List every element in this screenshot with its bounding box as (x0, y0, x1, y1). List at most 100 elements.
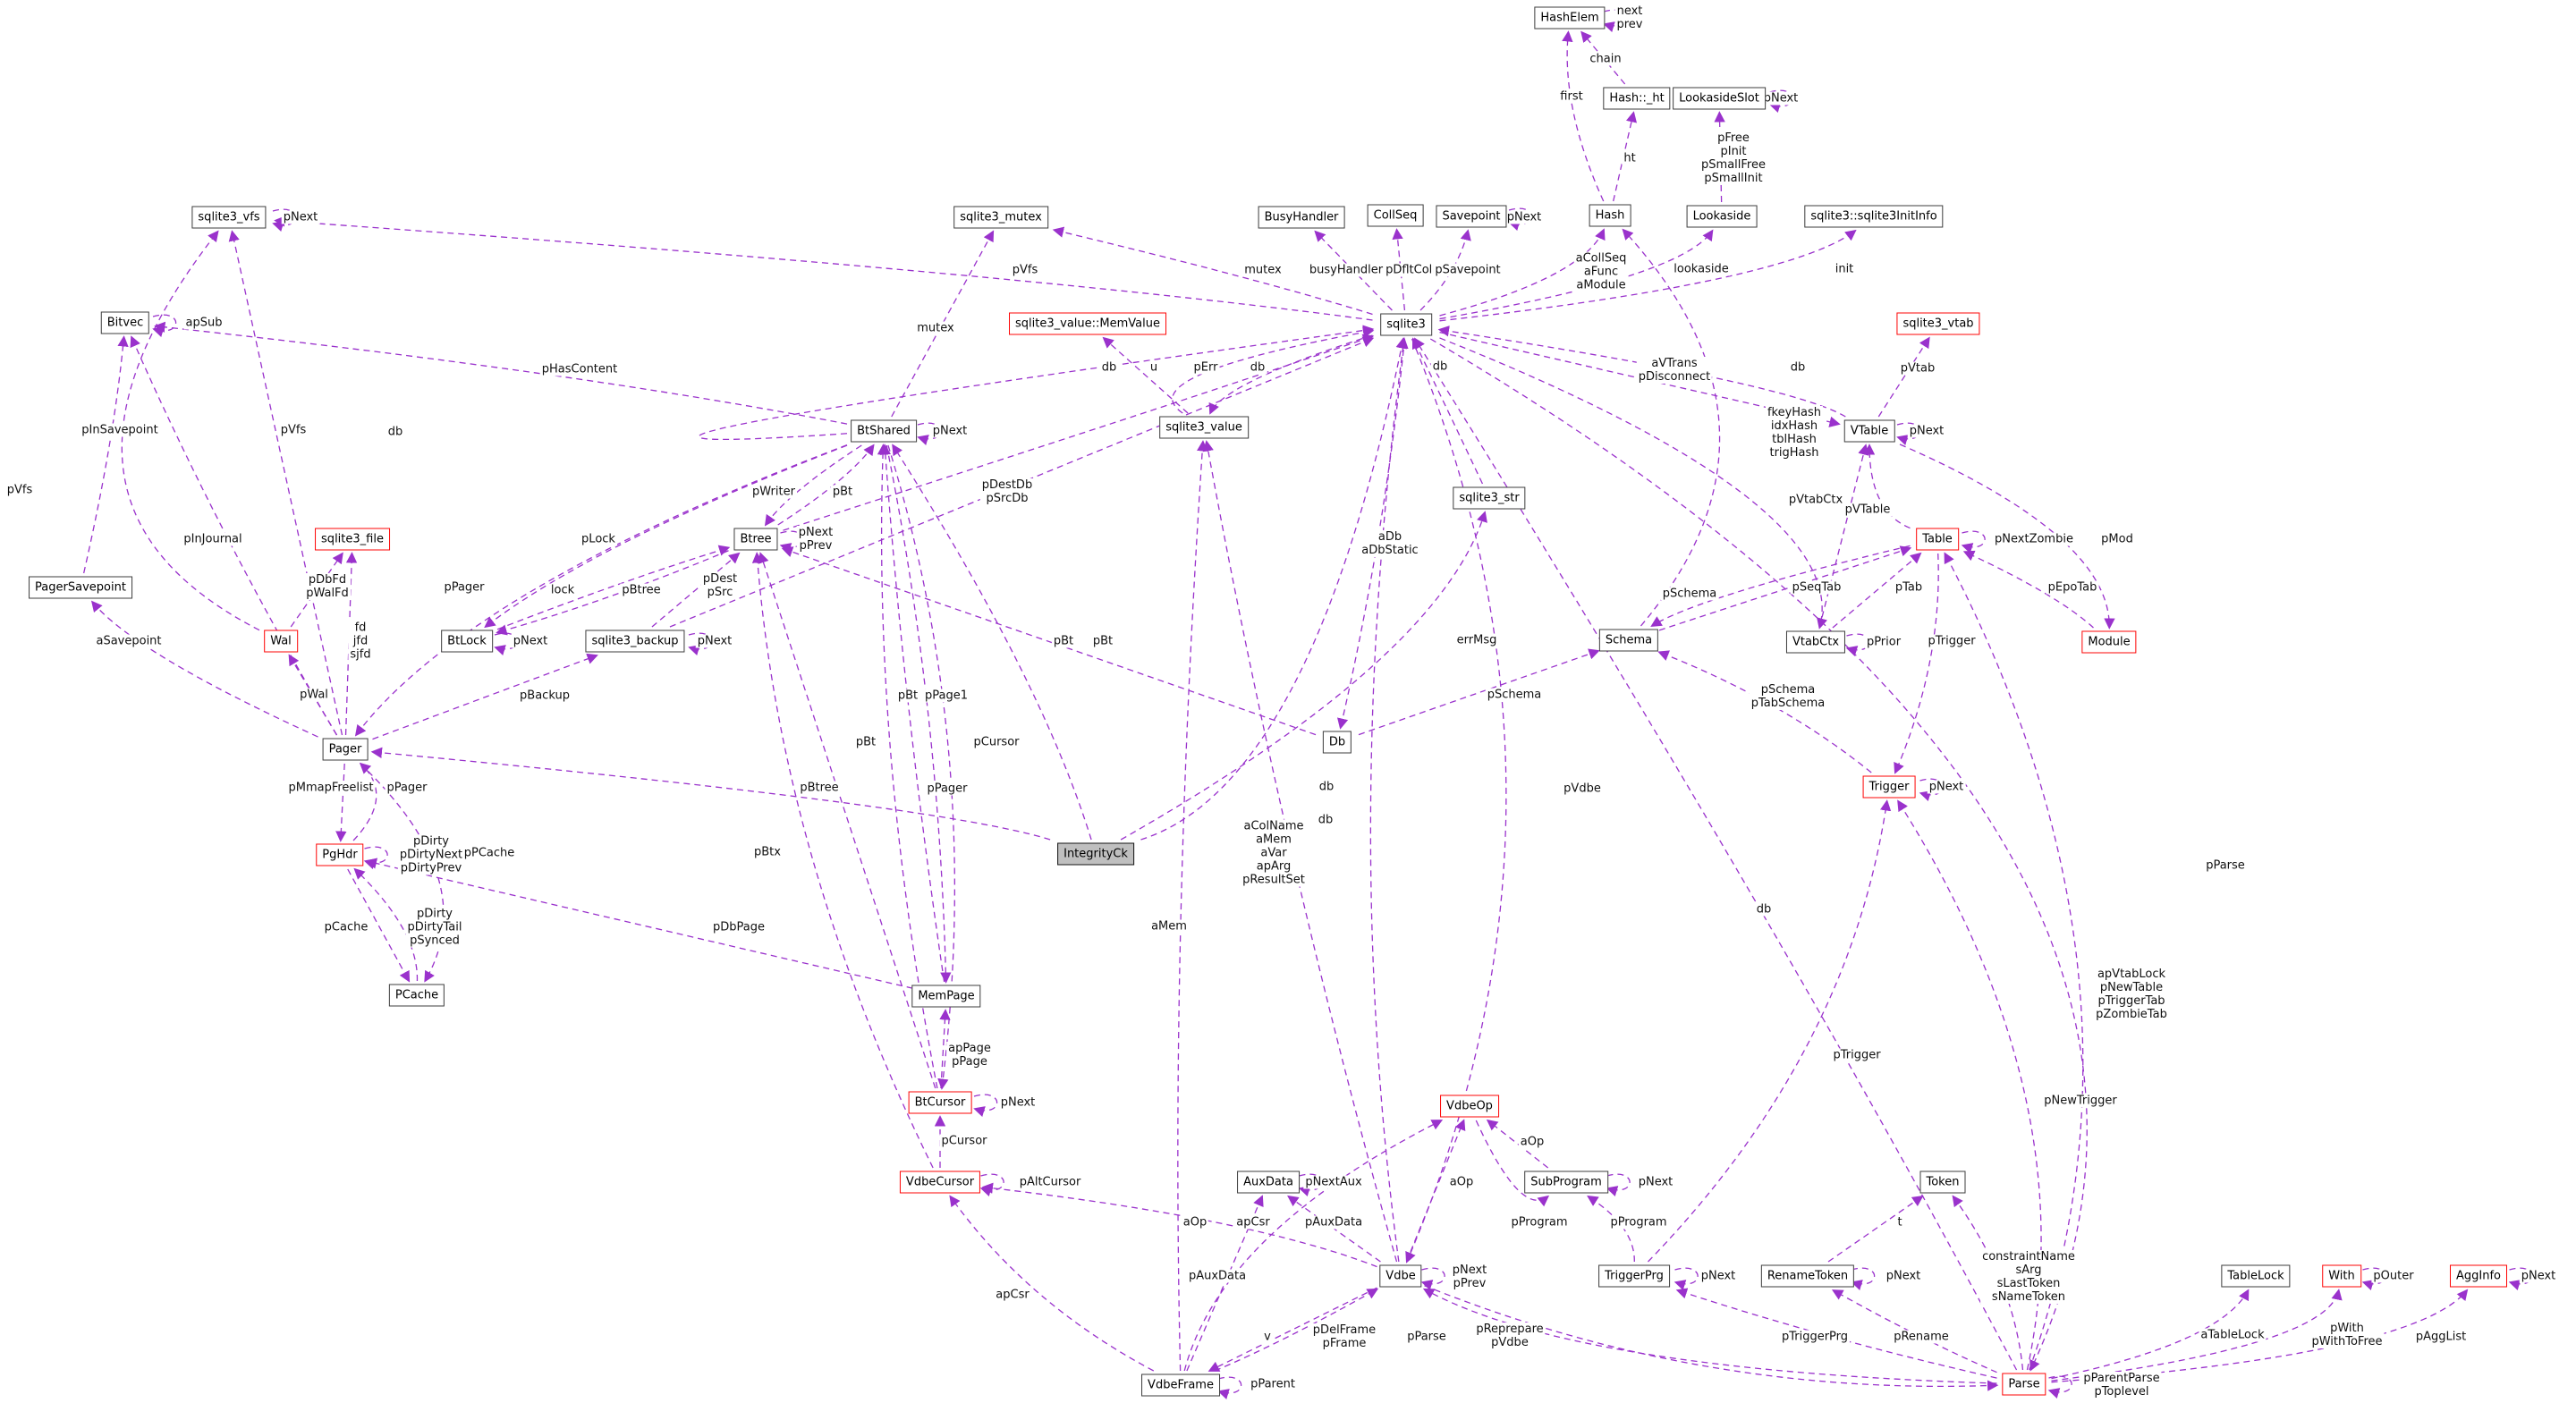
node-AuxData[interactable]: AuxData (1237, 1171, 1300, 1194)
edge-IntegrityCk-sqlite3_str (1120, 511, 1487, 841)
node-sqlite3_str[interactable]: sqlite3_str (1453, 486, 1526, 510)
node-HashElem[interactable]: HashElem (1534, 6, 1606, 30)
edge-Parse-RenameToken (1831, 1289, 1997, 1373)
node-VdbeOp[interactable]: VdbeOp (1440, 1095, 1499, 1118)
node-CollSeq[interactable]: CollSeq (1367, 204, 1424, 227)
edge-LookasideSlot-self (1768, 89, 1793, 113)
node-AggInfo[interactable]: AggInfo (2449, 1264, 2508, 1288)
edge-PCache-PgHdr (353, 867, 419, 982)
edge-sqlite3-Savepoint (1419, 229, 1471, 311)
edge-HashElem-self (1603, 9, 1628, 32)
node-VtabCtx[interactable]: VtabCtx (1785, 630, 1846, 654)
node-sqlite3[interactable]: sqlite3 (1380, 313, 1432, 336)
node-BtShared[interactable]: BtShared (851, 419, 917, 443)
node-VdbeFrame[interactable]: VdbeFrame (1141, 1373, 1220, 1397)
edge-sqlite3_backup-Btree (651, 552, 741, 628)
node-sqlite3_vfs[interactable]: sqlite3_vfs (191, 206, 267, 229)
edge-Parse-TableLock (2051, 1289, 2250, 1380)
node-sqlite3_value[interactable]: sqlite3_value (1159, 416, 1249, 439)
node-BtLock[interactable]: BtLock (441, 630, 493, 653)
edge-Schema-Table (1658, 545, 1912, 631)
node-Trigger[interactable]: Trigger (1862, 775, 1916, 799)
node-Wal[interactable]: Wal (264, 630, 298, 653)
node-PCache[interactable]: PCache (388, 984, 445, 1007)
node-Hash[interactable]: Hash (1589, 204, 1631, 227)
edge-sqlite3-sqlite3_mutex (1052, 226, 1373, 316)
edge-Module-Table (1962, 550, 2094, 629)
edge-Vdbe-Parse (1424, 1285, 1999, 1391)
node-sqlite3_backup[interactable]: sqlite3_backup (585, 630, 685, 653)
edge-VTable-sqlite3 (1437, 325, 1846, 418)
edge-sqlite3-sqlite3InitInfo (1439, 229, 1857, 322)
edge-sqlite3-sqlite3_value (1208, 334, 1373, 415)
node-BtCursor[interactable]: BtCursor (908, 1091, 972, 1114)
node-Btree[interactable]: Btree (733, 528, 778, 551)
node-VdbeCursor[interactable]: VdbeCursor (899, 1171, 981, 1194)
edge-Table-self (1961, 530, 1986, 554)
edge-Pager-sqlite3_vfs (228, 230, 343, 736)
node-IntegrityCk[interactable]: IntegrityCk (1057, 842, 1134, 866)
edge-Btree-BtLock (496, 550, 729, 636)
node-Table[interactable]: Table (1916, 528, 1959, 551)
edge-Pager-Wal (288, 654, 338, 736)
node-VTable[interactable]: VTable (1843, 419, 1895, 443)
node-PagerSavepoint[interactable]: PagerSavepoint (29, 576, 132, 599)
edge-Trigger-self (1919, 778, 1944, 801)
edge-Hash-Hash_ht (1613, 111, 1638, 202)
node-sqlite3InitInfo[interactable]: sqlite3::sqlite3InitInfo (1804, 205, 1944, 228)
edge-Pager-Bitvec (130, 335, 338, 736)
edge-Savepoint-self (1508, 207, 1533, 231)
node-Hash_ht[interactable]: Hash::_ht (1603, 87, 1671, 110)
edge-Hash_ht-HashElem (1580, 30, 1626, 85)
node-Token[interactable]: Token (1919, 1171, 1966, 1194)
edge-sqlite3-Vdbe (1405, 338, 1507, 1264)
node-RenameToken[interactable]: RenameToken (1760, 1264, 1855, 1288)
node-Bitvec[interactable]: Bitvec (100, 311, 150, 334)
node-Schema[interactable]: Schema (1598, 629, 1659, 652)
edge-VtabCtx-VTable (1818, 444, 1869, 629)
node-TriggerPrg[interactable]: TriggerPrg (1598, 1264, 1670, 1288)
edge-IntegrityCk-sqlite3 (1140, 337, 1407, 841)
edge-Vdbe-AuxData (1287, 1195, 1381, 1263)
edge-BtShared-self (917, 422, 942, 445)
node-MemPage[interactable]: MemPage (911, 985, 981, 1008)
node-Pager[interactable]: Pager (322, 738, 369, 761)
node-Vdbe[interactable]: Vdbe (1379, 1264, 1422, 1288)
edge-BtShared-sqlite3_mutex (891, 230, 995, 418)
node-sqlite3_file[interactable]: sqlite3_file (315, 528, 390, 551)
edge-PagerSavepoint-Bitvec (83, 335, 129, 574)
edge-Vdbe-sqlite3 (1369, 337, 1409, 1263)
node-LookasideSlot[interactable]: LookasideSlot (1673, 87, 1766, 110)
edge-Vdbe-sqlite3_value (1202, 440, 1398, 1263)
edge-TriggerPrg-self (1674, 1267, 1699, 1290)
node-Db[interactable]: Db (1322, 731, 1352, 754)
node-Parse[interactable]: Parse (2002, 1373, 2046, 1396)
edge-VdbeCursor-Btree (751, 552, 934, 1169)
edge-TriggerPrg-SubProgram (1587, 1195, 1635, 1263)
edge-IntegrityCk-BtShared (892, 444, 1092, 841)
edge-Trigger-Schema (1657, 650, 1872, 773)
edge-MemPage-PgHdr (365, 858, 913, 989)
node-Module[interactable]: Module (2081, 630, 2137, 654)
edge-AggInfo-self (2508, 1267, 2533, 1290)
node-TableLock[interactable]: TableLock (2221, 1264, 2291, 1288)
edge-Schema-Hash (1622, 228, 1721, 627)
node-Lookaside[interactable]: Lookaside (1686, 205, 1758, 228)
node-With[interactable]: With (2322, 1264, 2361, 1288)
node-MemValue[interactable]: sqlite3_value::MemValue (1009, 312, 1166, 335)
edge-VdbeFrame-VdbeOp (1183, 1120, 1444, 1372)
node-sqlite3_vtab[interactable]: sqlite3_vtab (1896, 312, 1980, 335)
node-SubProgram[interactable]: SubProgram (1524, 1171, 1608, 1194)
edge-Pager-PagerSavepoint (90, 600, 318, 738)
edge-BtCursor-self (973, 1094, 998, 1117)
edge-MemPage-BtShared (879, 444, 945, 983)
node-sqlite3_mutex[interactable]: sqlite3_mutex (953, 206, 1048, 229)
edge-sqlite3_vfs-self (272, 208, 297, 232)
edge-IntegrityCk-Pager (370, 747, 1051, 841)
node-PgHdr[interactable]: PgHdr (316, 843, 364, 866)
edge-Vdbe-self (1420, 1267, 1445, 1290)
node-Savepoint[interactable]: Savepoint (1436, 205, 1507, 228)
node-BusyHandler[interactable]: BusyHandler (1258, 206, 1345, 229)
edge-Parse-With (2051, 1289, 2343, 1382)
edge-BtShared-Pager (354, 444, 848, 737)
